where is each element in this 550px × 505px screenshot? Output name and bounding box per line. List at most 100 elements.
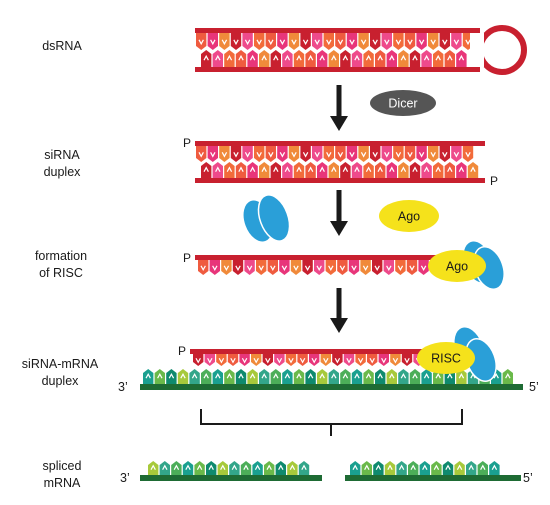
nucleotide-block bbox=[201, 369, 212, 384]
nucleotide-mark bbox=[331, 166, 337, 172]
nucleotide-block bbox=[348, 260, 360, 275]
nucleotide-block bbox=[293, 369, 305, 384]
nucleotide-block bbox=[227, 354, 239, 366]
nucleotide-block bbox=[240, 461, 252, 475]
nucleotide-block bbox=[230, 33, 242, 50]
nucleotide-block bbox=[177, 369, 189, 384]
nucleotide-block bbox=[375, 162, 386, 178]
nucleotide-block bbox=[346, 146, 358, 162]
phosphate-label-guide: P bbox=[183, 251, 191, 265]
nucleotide-mark bbox=[365, 166, 372, 172]
nucleotide-block bbox=[351, 369, 363, 384]
nucleotide-block bbox=[282, 369, 293, 384]
nucleotide-block bbox=[305, 50, 316, 67]
nucleotide-block bbox=[431, 461, 442, 475]
nucleotide-block bbox=[259, 162, 270, 178]
nucleotide-mark bbox=[433, 464, 440, 471]
arrow-down-3 bbox=[330, 288, 348, 333]
nucleotide-block bbox=[325, 260, 336, 275]
nucleotide-block bbox=[350, 461, 361, 475]
nucleotide-mark bbox=[316, 265, 322, 272]
nucleotide-mark bbox=[491, 464, 498, 471]
nucleotide-mark bbox=[360, 39, 367, 46]
nucleotide-mark bbox=[223, 265, 230, 272]
nucleotide-block bbox=[312, 146, 323, 162]
nucleotide-mark bbox=[456, 464, 463, 471]
nucleotide-mark bbox=[203, 372, 209, 379]
nucleotide-block bbox=[386, 50, 397, 67]
nucleotide-mark bbox=[395, 152, 402, 158]
cleavage-bracket bbox=[200, 409, 463, 436]
nucleotide-mark bbox=[331, 372, 337, 379]
nucleotide-mark bbox=[266, 464, 272, 471]
nucleotide-mark bbox=[398, 464, 405, 471]
nucleotide-block bbox=[277, 33, 288, 50]
nucleotide-mark bbox=[307, 372, 314, 379]
nucleotide-mark bbox=[258, 265, 264, 272]
nucleotide-mark bbox=[360, 152, 367, 158]
nucleotide-mark bbox=[377, 54, 383, 61]
nucleotide-block bbox=[355, 354, 366, 366]
nucleotide-block bbox=[418, 260, 429, 275]
nucleotide-block bbox=[312, 33, 323, 50]
nucleotide-block bbox=[396, 461, 407, 475]
nucleotide-block bbox=[143, 369, 154, 384]
ago-bound-label: Ago bbox=[446, 260, 468, 274]
nucleotide-block bbox=[444, 50, 455, 67]
nucleotide-block bbox=[270, 50, 281, 67]
nucleotide-block bbox=[275, 461, 286, 475]
nucleotide-block bbox=[433, 162, 444, 178]
nucleotide-mark bbox=[221, 152, 228, 158]
spliced-3prime-end-label: 3’ bbox=[120, 471, 130, 485]
guide-bases bbox=[198, 260, 429, 275]
nucleotide-block bbox=[259, 50, 270, 67]
nucleotide-block bbox=[247, 369, 258, 384]
nucleotide-block bbox=[358, 33, 369, 50]
nucleotide-block bbox=[193, 354, 204, 366]
dicer-label: Dicer bbox=[388, 97, 417, 111]
nucleotide-mark bbox=[150, 464, 156, 471]
nucleotide-block bbox=[363, 162, 374, 178]
phosphate-label-sirna-3prime: P bbox=[490, 174, 498, 188]
nucleotide-mark bbox=[270, 265, 276, 272]
nucleotide-mark bbox=[191, 372, 198, 379]
nucleotide-block bbox=[451, 146, 462, 162]
nucleotide-mark bbox=[346, 357, 352, 364]
nucleotide-block bbox=[451, 33, 462, 50]
nucleotide-mark bbox=[400, 372, 407, 379]
nucleotide-mark bbox=[265, 357, 271, 364]
nucleotide-block bbox=[293, 162, 305, 178]
nucleotide-mark bbox=[389, 166, 395, 172]
nucleotide-block bbox=[398, 50, 409, 67]
nucleotide-block bbox=[290, 260, 302, 275]
nucleotide-mark bbox=[254, 464, 261, 471]
nucleotide-mark bbox=[268, 39, 274, 46]
nucleotide-block bbox=[219, 146, 230, 162]
nucleotide-block bbox=[409, 162, 421, 178]
step-label-sirna-duplex: siRNA duplex bbox=[43, 148, 81, 179]
nucleotide-block bbox=[229, 461, 240, 475]
nucleotide-mark bbox=[273, 166, 279, 172]
nucleotide-block bbox=[370, 146, 381, 162]
phosphate-label-loaded-guide: P bbox=[178, 344, 186, 358]
nucleotide-block bbox=[317, 50, 328, 67]
nucleotide-mark bbox=[238, 372, 244, 379]
nucleotide-mark bbox=[409, 265, 415, 272]
nucleotide-mark bbox=[386, 265, 392, 272]
loaded-guide-bases bbox=[193, 354, 424, 366]
nucleotide-mark bbox=[445, 464, 451, 471]
nucleotide-mark bbox=[215, 166, 221, 172]
nucleotide-mark bbox=[319, 54, 325, 61]
nucleotide-block bbox=[502, 369, 513, 384]
dicer-shape bbox=[370, 90, 436, 116]
nucleotide-block bbox=[370, 33, 381, 50]
spliced-5prime-end-label: 5’ bbox=[523, 471, 533, 485]
nucleotide-block bbox=[262, 354, 273, 366]
nucleotide-mark bbox=[435, 372, 441, 379]
process-arrows bbox=[330, 85, 348, 333]
nucleotide-block bbox=[212, 162, 223, 178]
nucleotide-mark bbox=[505, 372, 511, 379]
nucleotide-block bbox=[421, 162, 432, 178]
nucleotide-mark bbox=[389, 54, 395, 61]
nucleotide-mark bbox=[208, 464, 214, 471]
